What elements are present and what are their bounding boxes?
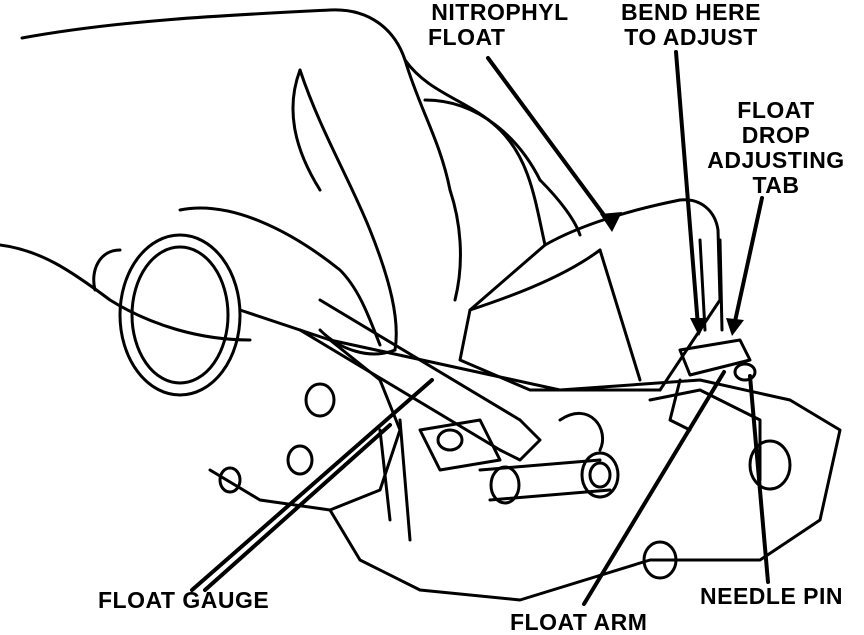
float-drop-tab-label: FLOAT DROP ADJUSTING TAB xyxy=(696,98,856,198)
bend-here-arrowhead xyxy=(690,318,708,336)
nitrophyl-float-body xyxy=(458,198,722,392)
float-gauge-leader-2 xyxy=(203,423,392,592)
needle-pin-leader xyxy=(748,374,770,584)
float-drop-tab-label-line-1: FLOAT xyxy=(737,97,815,123)
float-drop-tab-label-line-4: TAB xyxy=(752,172,800,198)
float-gauge-leader-1 xyxy=(190,378,434,592)
bend-here-label-line-1: BEND HERE xyxy=(621,0,761,25)
bend-here-label: BEND HERE TO ADJUST xyxy=(608,0,774,50)
nitrophyl-float-label-line-2: FLOAT xyxy=(428,24,506,50)
nitrophyl-float-label: NITROPHYL FLOAT xyxy=(420,0,580,50)
nitrophyl-float-label-line-1: NITROPHYL xyxy=(431,0,569,25)
float-drop-tab-label-line-2: DROP xyxy=(741,122,811,148)
needle-pin-label: NEEDLE PIN xyxy=(700,583,844,609)
float-arm-leader xyxy=(582,370,726,606)
float-drop-tab-label-line-3: ADJUSTING xyxy=(707,147,845,173)
hand-drawing xyxy=(0,8,582,356)
float-drop-tab-arrowhead xyxy=(726,318,744,336)
bend-here-label-line-2: TO ADJUST xyxy=(624,24,758,50)
float-arm-label: FLOAT ARM xyxy=(510,609,648,635)
carburetor-body xyxy=(92,233,842,602)
float-arm-hardware xyxy=(668,238,757,432)
bend-here-leader xyxy=(674,50,700,328)
nitrophyl-float-arrowhead xyxy=(600,212,622,232)
nitrophyl-float-leader xyxy=(486,56,614,228)
float-drop-tab-leader xyxy=(732,196,764,328)
float-gauge-label: FLOAT GAUGE xyxy=(98,587,270,613)
